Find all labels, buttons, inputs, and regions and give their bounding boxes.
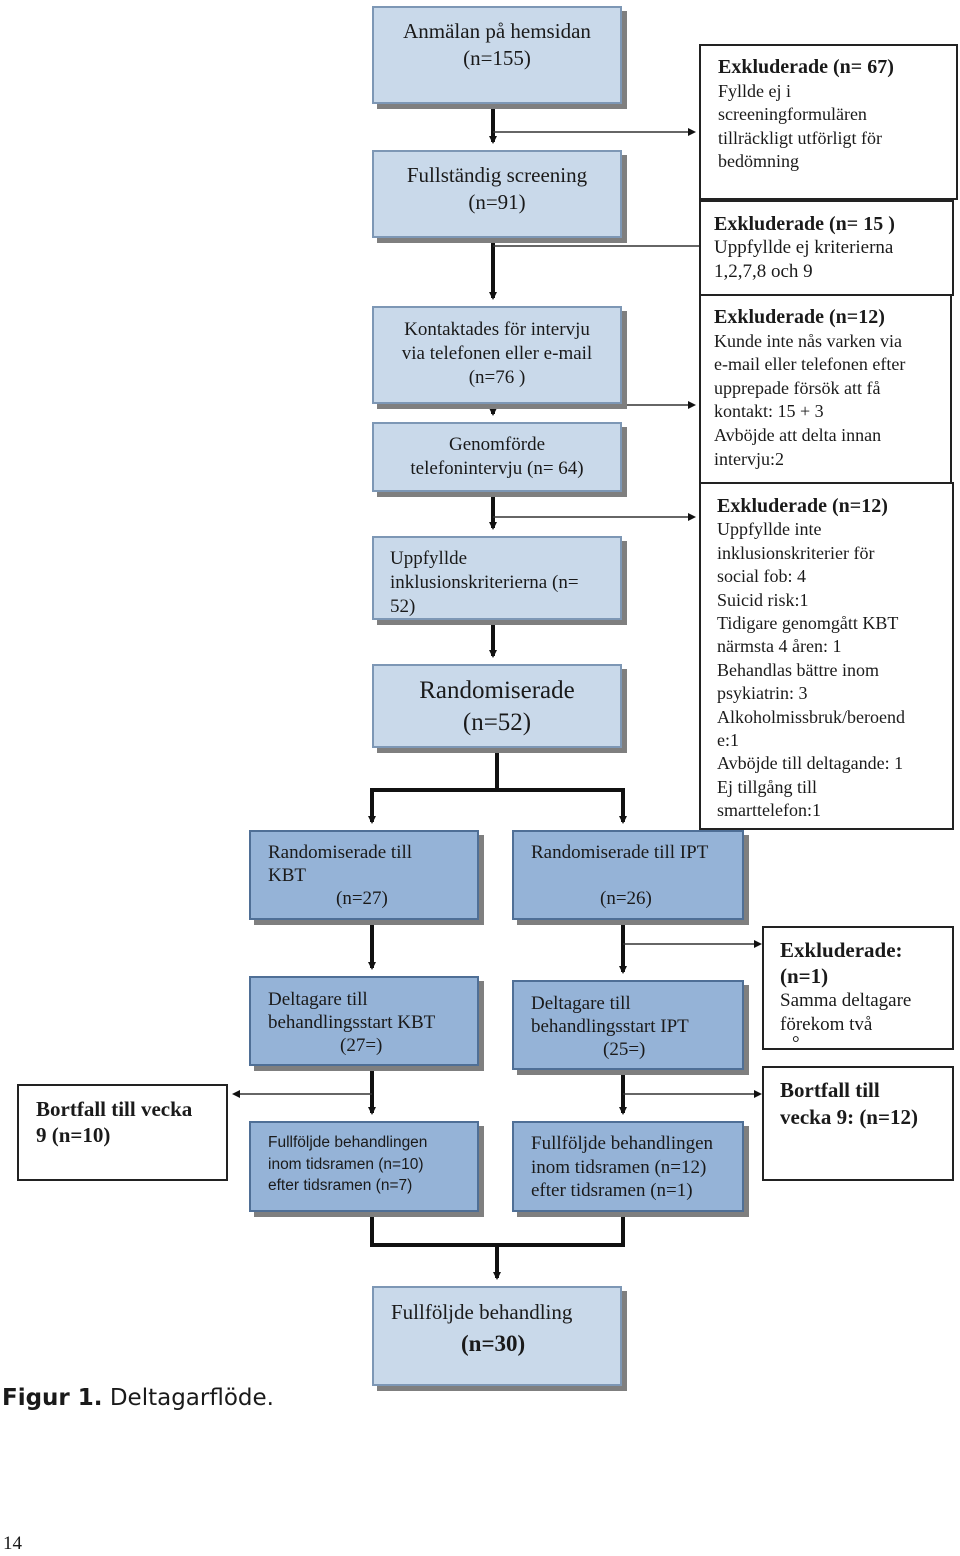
full-kbt-line2: inom tidsramen (n=10) [268,1155,424,1173]
ex4-line6: närmsta 4 åren: 1 [717,636,842,657]
box-exkluderade-15: Exkluderade (n= 15 ) Uppfyllde ej kriter… [699,200,954,296]
rand-kbt-line1: Randomiserade till [268,842,413,863]
full-total-count: (n=30) [461,1331,526,1356]
ex4-line9: Alkoholmissbruk/beroend [717,706,905,727]
box-screening: Fullständig screening (n=91) [372,150,622,238]
box-rand-kbt: Randomiserade till KBT (n=27) [249,830,479,920]
ex1-line1: Fyllde ej i [718,80,791,101]
genomforde-line1: Genomförde [448,434,546,455]
figure-caption: Figur 1. Deltagarflöde. [2,1383,274,1413]
box-genomforde: Genomförde telefonintervju (n= 64) [372,422,622,492]
ex1-line3: tillräckligt utförligt för [718,127,882,148]
ex4-line8: psykiatrin: 3 [717,683,808,704]
ex4-line5: Tidigare genomgått KBT [717,613,899,634]
box-exkluderade-67: Exkluderade (n= 67) Fyllde ej i screenin… [699,44,958,200]
ex3-title: Exkluderade (n=12) [714,306,885,328]
bortfall-kbt-line1: Bortfall till vecka [36,1097,193,1121]
uppfyllde-line3: 52) [390,596,416,617]
caption-label: Figur 1. [2,1385,103,1411]
uppfyllde-line1: Uppfyllde [390,548,468,569]
rand-ipt-line1: Randomiserade till IPT [531,842,709,863]
rand-ipt-count: (n=26) [600,888,652,909]
full-kbt-line1: Fullföljde behandlingen [268,1134,428,1151]
randomiserade-title: Randomiserade [419,677,575,704]
ex5-title-line1: Exkluderade: [780,938,903,962]
anmalan-title: Anmälan på hemsidan [403,19,591,43]
box-full-total: Fullföljde behandling (n=30) [372,1286,622,1386]
box-delt-ipt: Deltagare till behandlingsstart IPT (25=… [512,980,744,1070]
bortfall-ipt-line1: Bortfall till [780,1078,880,1102]
ex5-line3: ° [792,1033,800,1050]
ex1-line2: screeningformulären [718,104,867,124]
box-exkluderade-12b: Exkluderade (n=12) Uppfyllde inte inklus… [699,482,954,830]
full-total-line1: Fullföljde behandling [391,1300,573,1324]
ex4-title: Exkluderade (n=12) [717,495,888,517]
ex4-line1: Uppfyllde inte [717,519,822,540]
ex4-line11: Avböjde till deltagande: 1 [717,753,904,774]
full-ipt-line1: Fullföljde behandlingen [531,1133,714,1154]
ex4-line12: Ej tillgång till [717,776,817,797]
genomforde-line2: telefonintervju (n= 64) [410,458,584,479]
delt-kbt-line2: behandlingsstart KBT [268,1012,436,1033]
delt-kbt-count: (27=) [340,1035,383,1056]
caption-text: Deltagarflöde. [109,1385,274,1411]
bortfall-ipt-line2: vecka 9: (n=12) [780,1105,918,1129]
randomiserade-count: (n=52) [462,709,532,736]
box-bortfall-ipt: Bortfall till vecka 9: (n=12) [762,1066,954,1181]
box-anmalan: Anmälan på hemsidan (n=155) [372,6,622,104]
ex3-line6: intervju:2 [714,448,784,469]
screening-count: (n=91) [468,190,526,214]
full-kbt-line3: efter tidsramen (n=7) [268,1177,413,1194]
kontakt-line2: via telefonen eller e-mail [401,343,593,364]
ex3-line2: e-mail eller telefonen efter [714,354,906,375]
kontakt-line1: Kontaktades för intervju [404,319,590,340]
ex4-line3: social fob: 4 [717,566,806,587]
full-ipt-line3: efter tidsramen (n=1) [531,1180,693,1201]
anmalan-count: (n=155) [463,46,531,70]
ex5-line1: Samma deltagare [780,990,912,1011]
ex5-title-line2: (n=1) [780,964,829,988]
box-full-kbt: Fullföljde behandlingen inom tidsramen (… [249,1121,479,1212]
box-full-ipt: Fullföljde behandlingen inom tidsramen (… [512,1121,744,1212]
ex4-line7: Behandlas bättre inom [717,659,879,680]
ex2-title: Exkluderade (n= 15 ) [714,213,895,235]
delt-ipt-count: (25=) [603,1039,646,1060]
box-exkluderade-12a: Exkluderade (n=12) Kunde inte nås varken… [699,294,952,484]
ex5-line2: förekom två [780,1014,873,1035]
box-delt-kbt: Deltagare till behandlingsstart KBT (27=… [249,976,479,1066]
ex3-line3: upprepade försök att få [714,377,881,398]
ex3-line4: kontakt: 15 + 3 [714,401,824,422]
box-exkluderade-1: Exkluderade: (n=1) Samma deltagare förek… [762,926,954,1050]
ex1-title: Exkluderade (n= 67) [718,56,894,78]
rand-kbt-count: (n=27) [336,888,388,909]
uppfyllde-line2: inklusionskriterierna (n= [390,572,579,593]
full-ipt-line2: inom tidsramen (n=12) [531,1156,707,1178]
bortfall-kbt-line2: 9 (n=10) [36,1123,111,1147]
screening-title: Fullständig screening [406,163,588,187]
delt-ipt-line2: behandlingsstart IPT [531,1016,689,1037]
ex1-line4: bedömning [718,151,799,171]
ex2-line2: 1,2,7,8 och 9 [714,261,813,282]
box-uppfyllde: Uppfyllde inklusionskriterierna (n= 52) [372,536,622,620]
delt-ipt-line1: Deltagare till [531,993,631,1014]
delt-kbt-line1: Deltagare till [268,989,368,1010]
ex4-line10: e:1 [717,730,739,751]
ex3-line5: Avböjde att delta innan [714,424,882,445]
ex4-line13: smarttelefon:1 [717,800,821,821]
box-randomiserade: Randomiserade (n=52) [372,664,622,748]
ex2-line1: Uppfyllde ej kriterierna [714,237,894,258]
page-number: 14 [3,1533,22,1554]
kontakt-count: (n=76 ) [468,367,526,388]
ex4-line2: inklusionskriterier för [717,542,875,563]
ex4-line4: Suicid risk:1 [717,589,809,610]
ex3-line1: Kunde inte nås varken via [714,330,902,351]
box-kontakt: Kontaktades för intervju via telefonen e… [372,306,622,404]
rand-kbt-line2: KBT [268,865,306,886]
box-bortfall-kbt: Bortfall till vecka 9 (n=10) [17,1084,228,1181]
box-rand-ipt: Randomiserade till IPT (n=26) [512,830,744,920]
